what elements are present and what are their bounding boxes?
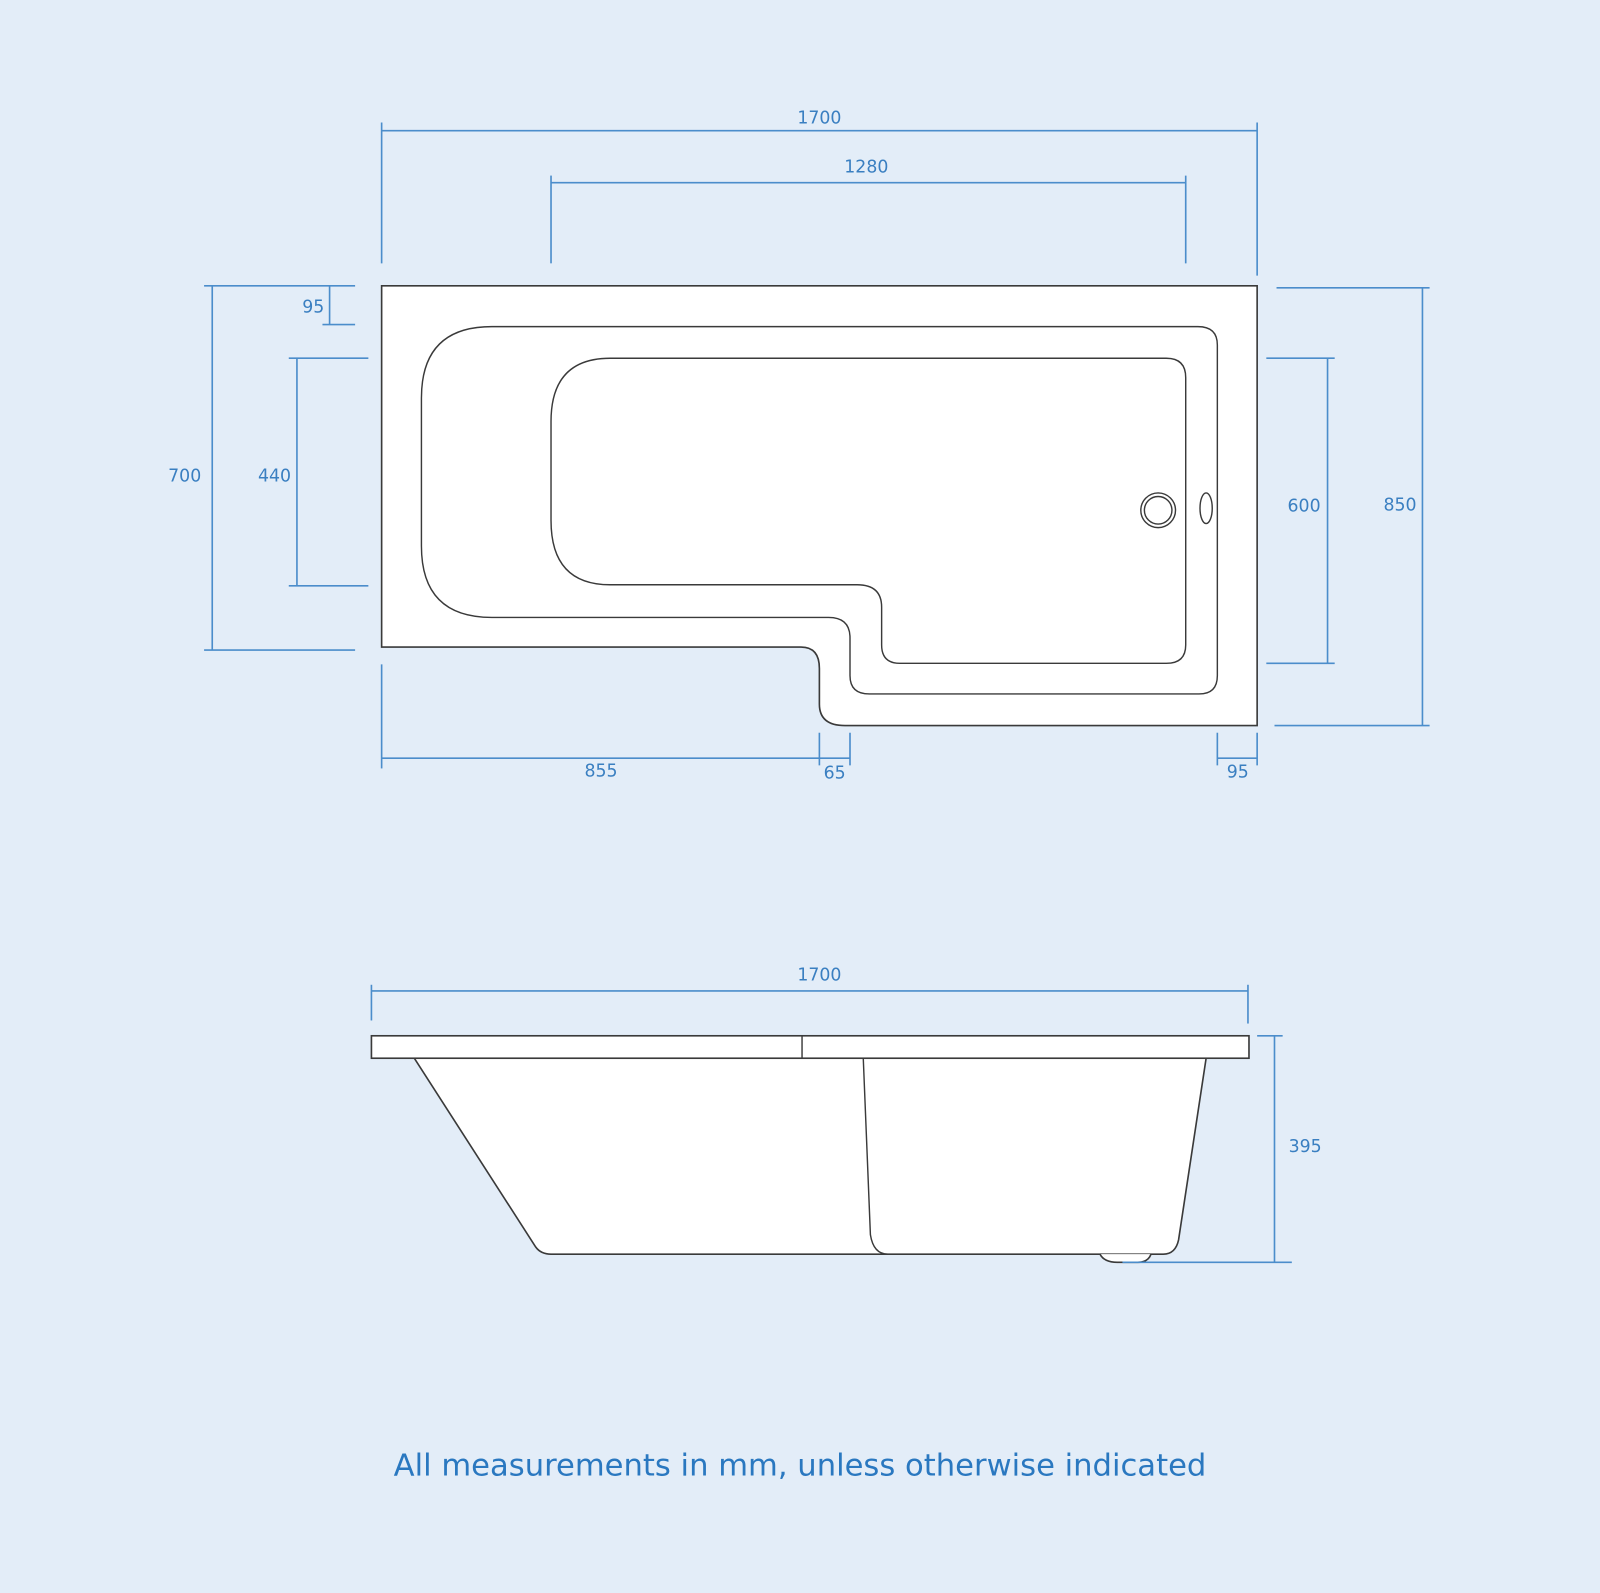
svg-text:1280: 1280: [844, 158, 888, 178]
dimension-narrow-section-length: 855: [380, 664, 850, 782]
dimension-shower-zone: 1280: [550, 158, 1187, 264]
svg-text:600: 600: [1288, 496, 1321, 516]
svg-text:395: 395: [1289, 1137, 1322, 1157]
bath-basin-outline: [550, 357, 1187, 665]
overflow-icon: [1199, 492, 1213, 525]
dimension-step-offset: 65: [824, 732, 851, 784]
measurement-note: All measurements in mm, unless otherwise…: [394, 1449, 1207, 1484]
dimension-rim-right: 95: [1216, 732, 1258, 783]
bath-rim-side: [370, 1034, 1250, 1060]
svg-text:850: 850: [1383, 495, 1416, 515]
plan-view: 1700 1280 95 700 440: [168, 109, 1430, 784]
dimension-narrow-end-width: 700: [168, 284, 356, 651]
svg-text:855: 855: [584, 762, 617, 782]
svg-text:700: 700: [168, 467, 201, 487]
dimension-wide-end-width: 850: [1274, 287, 1430, 727]
bath-rim-inner-outline: [420, 325, 1219, 695]
dimension-inner-narrow-width: 440: [258, 357, 369, 587]
dimension-rim-left: 95: [302, 285, 356, 326]
svg-text:95: 95: [302, 297, 324, 317]
svg-text:95: 95: [1227, 763, 1249, 783]
bath-side-body: [412, 1057, 1208, 1255]
bath-foot: [1099, 1253, 1152, 1264]
bath-outer-outline: [380, 284, 1258, 727]
dimension-inner-wide-width: 600: [1266, 357, 1335, 665]
svg-text:1700: 1700: [797, 966, 841, 986]
svg-text:65: 65: [824, 764, 846, 784]
dimension-overall-length: 1700: [380, 109, 1258, 276]
dimension-side-length: 1700: [370, 966, 1249, 1024]
side-view: 1700 395: [370, 966, 1322, 1264]
waste-drain-icon: [1140, 492, 1177, 529]
svg-text:440: 440: [258, 467, 291, 487]
svg-text:1700: 1700: [797, 109, 841, 129]
dimension-height: 395: [1122, 1034, 1322, 1264]
